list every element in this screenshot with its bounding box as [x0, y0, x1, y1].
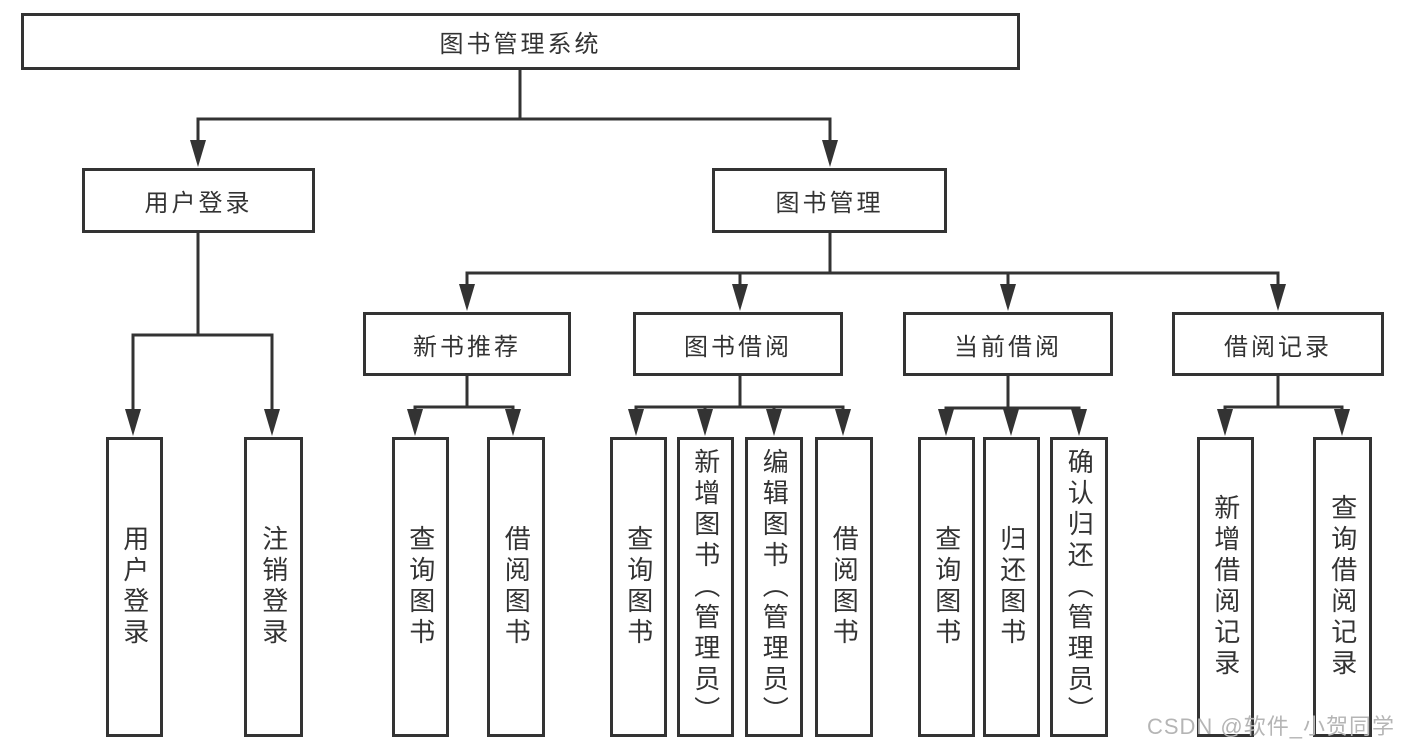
leaf-query-borrow-record: 查询借阅记录 [1313, 437, 1372, 737]
leaf-borrow-books-recommend: 借阅图书 [487, 437, 545, 737]
node-label: 借阅图书 [501, 525, 532, 649]
node-library-management-system: 图书管理系统 [21, 13, 1020, 70]
node-label: 查询图书 [931, 525, 962, 649]
node-label: 查询借阅记录 [1327, 494, 1358, 680]
leaf-return-books: 归还图书 [983, 437, 1040, 737]
node-label: 用户登录 [144, 190, 253, 217]
node-label: 新增图书（管理员） [690, 447, 721, 727]
node-label: 图书借阅 [684, 333, 792, 361]
node-label: 查询图书 [405, 525, 436, 649]
leaf-query-books-current: 查询图书 [918, 437, 975, 737]
leaf-logout: 注销登录 [244, 437, 303, 737]
node-label: 新书推荐 [413, 333, 521, 361]
node-label: 确认归还（管理员） [1064, 447, 1095, 727]
node-book-borrowing: 图书借阅 [633, 312, 843, 376]
node-label: 图书管理 [775, 190, 884, 217]
leaf-query-books-recommend: 查询图书 [392, 437, 449, 737]
node-new-book-recommendation: 新书推荐 [363, 312, 571, 376]
leaf-confirm-return-admin: 确认归还（管理员） [1050, 437, 1108, 737]
node-label: 归还图书 [996, 525, 1027, 649]
node-borrowing-records: 借阅记录 [1172, 312, 1384, 376]
node-label: 图书管理系统 [439, 31, 602, 58]
node-current-borrowing: 当前借阅 [903, 312, 1113, 376]
arrowheads [125, 140, 1350, 436]
node-label: 查询图书 [623, 525, 654, 649]
node-book-management: 图书管理 [712, 168, 947, 233]
node-label: 编辑图书（管理员） [759, 447, 790, 727]
leaf-add-books-admin: 新增图书（管理员） [677, 437, 734, 737]
leaf-query-books-borrow: 查询图书 [610, 437, 667, 737]
csdn-watermark: CSDN @软件_小贺同学 [1146, 714, 1395, 739]
leaf-user-login: 用户登录 [106, 437, 163, 737]
node-label: 用户登录 [119, 525, 150, 649]
node-label: 当前借阅 [954, 333, 1062, 361]
node-label: 注销登录 [258, 525, 289, 649]
node-label: 新增借阅记录 [1210, 494, 1241, 680]
node-label: 借阅记录 [1224, 333, 1332, 361]
leaf-add-borrow-record: 新增借阅记录 [1197, 437, 1254, 737]
node-user-login: 用户登录 [82, 168, 315, 233]
leaf-borrow-books: 借阅图书 [815, 437, 873, 737]
leaf-edit-books-admin: 编辑图书（管理员） [745, 437, 803, 737]
node-label: 借阅图书 [829, 525, 860, 649]
